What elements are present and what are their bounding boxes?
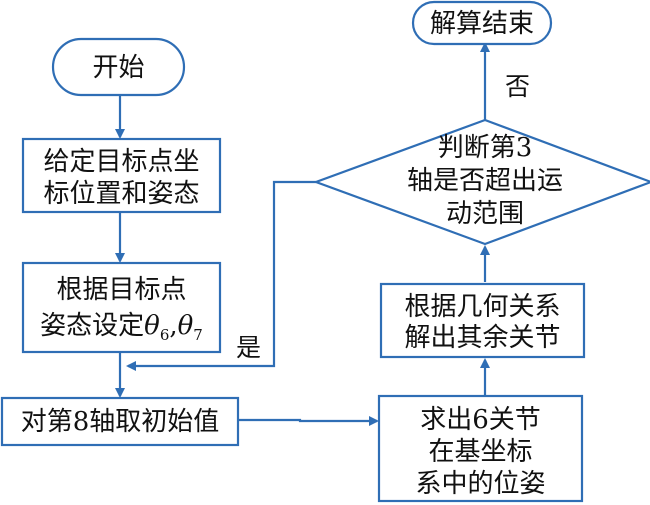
edge-label-no: 否: [505, 72, 530, 101]
edge-decision-to-init-yes: [126, 180, 316, 371]
init-axis8-node: 对第8轴取初始值: [0, 396, 240, 447]
solve-six-line-3: 系中的位姿: [415, 469, 545, 499]
decision-node: 判断第3 轴是否超出运 动范围: [312, 118, 650, 246]
solve-six-line-2: 在基坐标: [428, 437, 532, 467]
solve-rest-node: 根据几何关系 解出其余关节: [379, 282, 586, 359]
start-label: 开始: [92, 53, 144, 83]
init-axis8-label: 对第8轴取初始值: [21, 407, 220, 437]
set-theta-node: 根据目标点 姿态设定θ6,θ7: [21, 261, 222, 354]
decision-line-2: 轴是否超出运: [407, 166, 563, 196]
edge-label-yes: 是: [236, 333, 261, 362]
decision-line-3: 动范围: [446, 199, 524, 229]
end-node: 解算结束: [411, 0, 553, 46]
solve-six-line-1: 求出6关节: [420, 405, 541, 435]
end-label: 解算结束: [430, 9, 534, 39]
solve-six-node: 求出6关节 在基坐标 系中的位姿: [377, 394, 584, 503]
set-pose-node: 给定目标点坐 标位置和姿态: [21, 137, 222, 214]
solve-rest-line-2: 解出其余关节: [404, 323, 560, 353]
edge-init-to-solve-six: [238, 416, 379, 426]
decision-line-1: 判断第3: [438, 133, 533, 163]
start-node: 开始: [51, 37, 186, 97]
solve-rest-line-1: 根据几何关系: [404, 292, 560, 322]
set-theta-line-2: 姿态设定θ6,θ7: [40, 311, 203, 344]
set-pose-line-2: 标位置和姿态: [43, 179, 199, 209]
set-pose-line-1: 给定目标点坐: [43, 147, 199, 177]
set-theta-line-1: 根据目标点: [56, 275, 186, 305]
